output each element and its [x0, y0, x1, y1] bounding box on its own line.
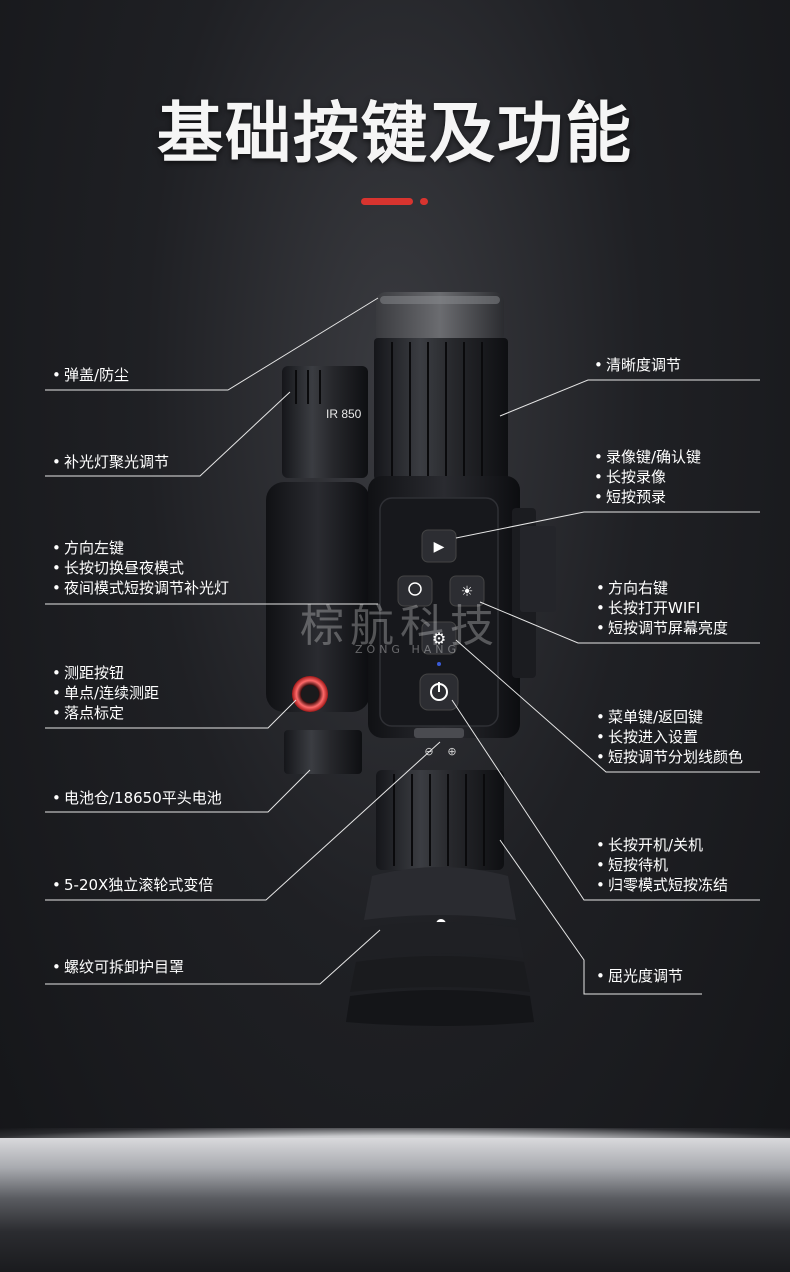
menu-key — [421, 621, 457, 655]
label-zoom-wheel: 5-20X独立滚轮式变倍 — [52, 875, 213, 895]
label-power-key: 长按开机/关机 短按待机 归零模式短按冻结 — [596, 835, 728, 895]
left-key — [397, 575, 433, 607]
svg-text:☀: ☀ — [461, 584, 474, 600]
label-record-key: 录像键/确认键 长按录像 短按预录 — [594, 447, 701, 507]
label-battery: 电池仓/18650平头电池 — [52, 788, 222, 808]
label-fill-light-focus: 补光灯聚光调节 — [52, 452, 169, 472]
accent-bar-long — [361, 198, 413, 205]
watermark-sub: ZONG HANG — [355, 643, 460, 656]
eyepiece-barrel — [376, 770, 504, 870]
record-key — [421, 529, 457, 563]
stage-floor — [0, 1138, 790, 1272]
side-module — [266, 482, 370, 774]
ir-fill-light: IR 850 — [282, 366, 368, 478]
label-right-key: 方向右键 长按打开WIFI 短按调节屏幕亮度 — [596, 578, 728, 638]
svg-text:⚙: ⚙ — [432, 629, 446, 648]
label-menu-key: 菜单键/返回键 长按进入设置 短按调节分划线颜色 — [596, 707, 743, 767]
eyecup — [346, 867, 534, 1026]
right-key — [449, 575, 485, 607]
button-panel: ▶ ☀ ⚙ — [379, 497, 499, 727]
svg-text:⊕: ⊕ — [447, 745, 456, 758]
svg-text:▶: ▶ — [434, 539, 445, 555]
watermark: 棕航科技 — [300, 601, 500, 652]
label-eyecup: 螺纹可拆卸护目罩 — [52, 957, 184, 977]
ir-label: IR 850 — [326, 407, 362, 421]
accent-bar-dot — [420, 198, 428, 205]
label-diopter: 屈光度调节 — [596, 966, 683, 986]
lens-cap — [376, 292, 504, 344]
page-title: 基础按键及功能 — [157, 95, 633, 172]
label-left-key: 方向左键 长按切换昼夜模式 夜间模式短按调节补光灯 — [52, 538, 229, 598]
objective-barrel — [374, 338, 508, 480]
label-range-button: 测距按钮 单点/连续测距 落点标定 — [52, 663, 159, 723]
label-clarity: 清晰度调节 — [594, 355, 681, 375]
label-lens-cap: 弹盖/防尘 — [52, 365, 129, 385]
